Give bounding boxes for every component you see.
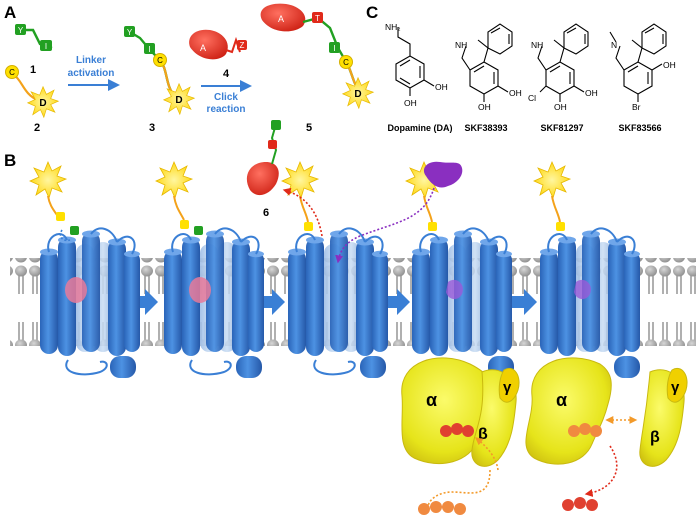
atom-nh2: NH₂	[385, 22, 401, 32]
compound-3-label: 3	[149, 122, 155, 134]
click-reaction-label-line1: Click	[214, 92, 238, 103]
svg-text:Z: Z	[240, 41, 245, 50]
compound-name-skf81297: SKF81297	[540, 123, 583, 133]
gdp-release-arrow	[584, 445, 618, 497]
structure-skf38393	[461, 23, 513, 102]
panel-label-a: A	[4, 3, 16, 22]
released-probe-label: 6	[263, 207, 269, 219]
compound-1-linker: Y I	[15, 24, 53, 51]
receptor-state-4	[411, 227, 513, 357]
structure-dopamine	[395, 27, 435, 96]
gtp-in-alpha	[568, 423, 602, 437]
svg-text:A: A	[200, 43, 206, 53]
atom-cl-skf81297: Cl	[528, 93, 536, 103]
state-transition-arrows	[128, 289, 537, 315]
svg-text:A: A	[278, 14, 284, 24]
svg-text:Y: Y	[18, 26, 24, 35]
atom-n-skf83566: N	[611, 40, 617, 50]
gtp-entry-arrow	[427, 469, 491, 507]
linker-activation-label-line2: activation	[68, 68, 115, 79]
compound-1-label: 1	[30, 64, 36, 76]
atom-nh-skf38393: NH	[455, 40, 467, 50]
compound-4-click-partner: A Z	[189, 29, 247, 60]
atom-br-skf83566: Br	[632, 102, 641, 112]
svg-text:C: C	[9, 68, 15, 77]
structure-skf81297	[537, 23, 589, 102]
atom-nh-skf81297: NH	[531, 40, 543, 50]
panel-label-c: C	[366, 3, 378, 22]
svg-text:Y: Y	[127, 28, 133, 37]
svg-text:I: I	[45, 42, 47, 51]
g-protein-bound	[401, 357, 520, 467]
atom-oh-dopamine-2: OH	[404, 98, 417, 108]
compound-4-label: 4	[223, 68, 230, 80]
subunit-gamma-bound: γ	[503, 379, 512, 396]
receptor-state-1	[39, 227, 141, 376]
compound-2-fluorophore: C D	[5, 65, 59, 118]
probe-release-arrow	[282, 187, 323, 237]
svg-text:D: D	[175, 95, 182, 106]
compound-2-label: 2	[34, 122, 40, 134]
svg-text:C: C	[343, 58, 349, 67]
atom-oh-dopamine-1: OH	[435, 82, 448, 92]
subunit-gamma-dissociated: γ	[671, 379, 680, 396]
structure-skf83566	[609, 23, 667, 102]
receptor-state-2	[163, 227, 265, 376]
released-gdp	[562, 497, 598, 511]
svg-text:T: T	[315, 14, 320, 23]
subunit-beta-dissociated: β	[650, 429, 660, 446]
atom-oh-skf83566: OH	[663, 60, 676, 70]
subunit-alpha-dissociated: α	[556, 390, 567, 410]
atom-oh-skf38393-1: OH	[509, 88, 522, 98]
atom-oh-skf81297-2: OH	[554, 102, 567, 112]
gtp-binding-arrow	[474, 437, 499, 471]
linker-activation-label-line1: Linker	[76, 55, 106, 66]
compound-5-product: A T I C D	[260, 3, 374, 109]
g-protein-dissociated	[525, 357, 688, 467]
svg-text:C: C	[157, 56, 163, 65]
gtp-bound-nucleotide	[440, 423, 474, 437]
click-reaction-label-line2: reaction	[207, 104, 246, 115]
compound-name-skf83566: SKF83566	[618, 123, 661, 133]
compound-3-conjugate: Y I C D	[124, 26, 195, 115]
panel-label-b: B	[4, 151, 16, 170]
receptor-state-5	[539, 227, 641, 357]
subunit-alpha-bound: α	[426, 390, 437, 410]
receptor-state-3	[287, 227, 389, 376]
atom-oh-skf38393-2: OH	[478, 102, 491, 112]
atom-oh-skf81297-1: OH	[585, 88, 598, 98]
svg-text:D: D	[39, 98, 46, 109]
compound-5-label: 5	[306, 122, 312, 134]
svg-text:I: I	[148, 45, 150, 54]
labels-on-receptors	[29, 161, 571, 242]
subunit-beta-bound: β	[478, 426, 488, 443]
released-probe-6	[246, 120, 281, 196]
compound-name-skf38393: SKF38393	[464, 123, 507, 133]
svg-text:I: I	[333, 44, 335, 53]
agonist-ligand	[423, 161, 463, 188]
svg-text:D: D	[354, 89, 361, 100]
free-gtp	[418, 501, 466, 515]
compound-name-dopamine: Dopamine (DA)	[388, 123, 453, 133]
